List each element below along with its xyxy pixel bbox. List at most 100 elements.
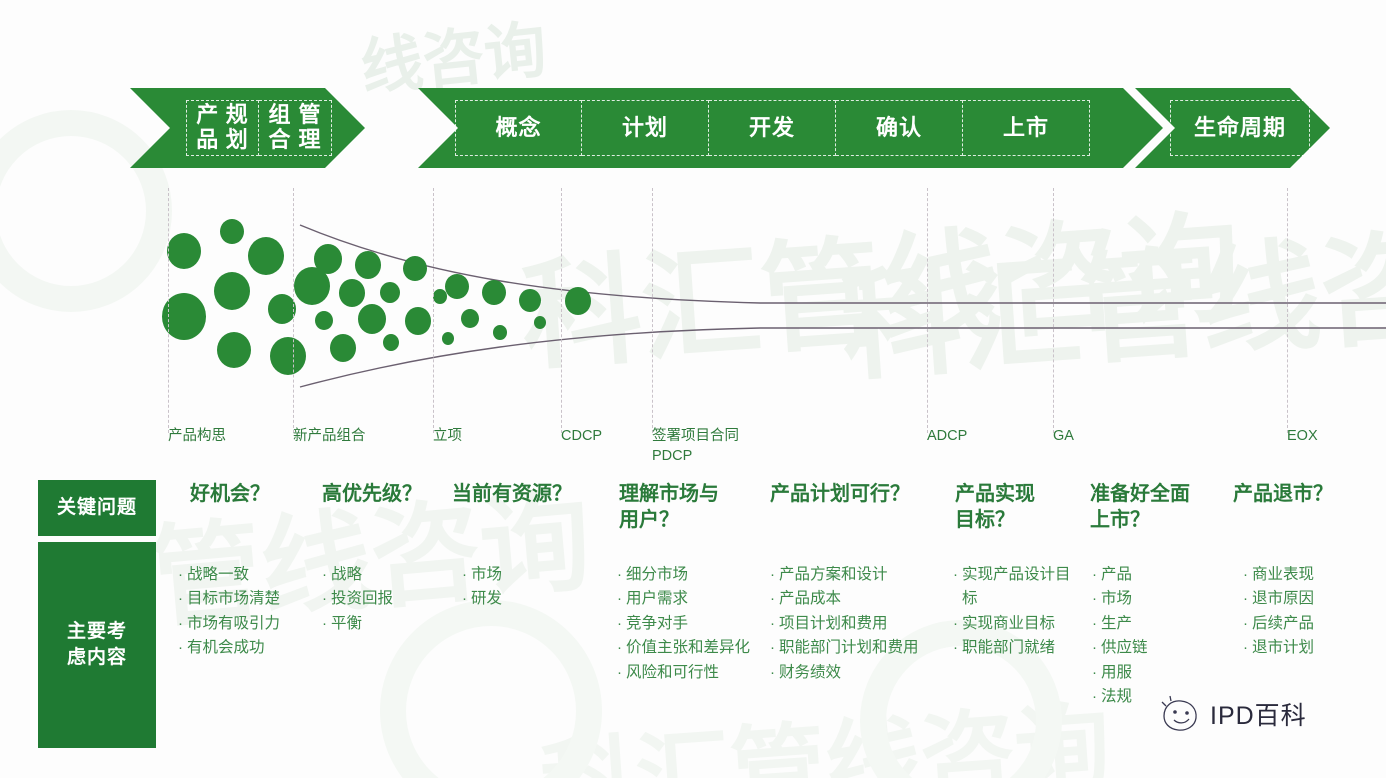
list-item: ·产品 xyxy=(1092,563,1207,587)
milestone-guide-line xyxy=(1287,188,1288,433)
list-item-label: 市场 xyxy=(471,566,503,583)
milestone-label-primary: ADCP xyxy=(927,428,968,444)
funnel-dot xyxy=(461,309,479,329)
list-item: ·战略一致 xyxy=(178,563,308,587)
milestone-label: 签署项目合同 PDCP xyxy=(652,427,739,466)
milestone-label-primary: 新产品组合 xyxy=(293,428,366,444)
milestone-guide-line xyxy=(168,188,169,433)
phase-cell-组合管理[interactable]: 组合管理 xyxy=(259,100,332,156)
funnel-dot xyxy=(493,325,507,340)
phase-cell-产品规划[interactable]: 产品规划 xyxy=(186,100,259,156)
ipd-logo[interactable]: IPD百科 xyxy=(1158,692,1307,736)
list-item-label: 细分市场 xyxy=(626,566,689,583)
milestone-label: 立项 xyxy=(433,427,462,447)
list-item-label: 市场有吸引力 xyxy=(187,614,281,632)
bullet-dot-icon: · xyxy=(617,639,622,657)
list-item: ·项目计划和费用 xyxy=(770,612,920,636)
funnel-dot xyxy=(268,294,296,324)
list-item-label: 竞争对手 xyxy=(626,614,689,632)
phase-cell-确认[interactable]: 确认 xyxy=(836,100,963,156)
milestone-label-secondary: PDCP xyxy=(652,447,693,464)
list-item: ·财务绩效 xyxy=(770,661,920,685)
question-title-5: 产品计划可行？ xyxy=(770,482,938,508)
phase-cell-line: 产品 xyxy=(196,102,220,152)
list-item-label: 退市原因 xyxy=(1252,590,1315,608)
funnel-dot xyxy=(380,282,400,304)
funnel-dot xyxy=(405,307,431,335)
question-title-line: 上市？ xyxy=(1090,508,1150,531)
funnel-dot xyxy=(217,332,251,369)
consideration-list-7: ·产品·市场·生产·供应链·用服·法规 xyxy=(1092,563,1207,710)
phase-header-band: 产品规划组合管理 概念计划 开发 确认上市 生命周期 xyxy=(130,88,1330,168)
bullet-dot-icon: · xyxy=(953,614,958,632)
list-item: ·实现产品设计目标 xyxy=(953,563,1081,612)
milestone-label-primary: 签署项目合同 xyxy=(652,428,739,444)
question-title-line: 高优先级？ xyxy=(322,483,422,505)
bullet-dot-icon: · xyxy=(1243,639,1248,657)
list-item-label: 战略 xyxy=(331,566,363,583)
list-item-label: 项目计划和费用 xyxy=(779,614,888,632)
list-item-label: 投资回报 xyxy=(331,590,394,608)
milestone-label-primary: 立项 xyxy=(433,428,462,444)
funnel-dot xyxy=(519,289,541,313)
bullet-dot-icon: · xyxy=(178,590,183,608)
phase-arrow-development[interactable] xyxy=(418,88,1163,168)
list-item: ·实现商业目标 xyxy=(953,612,1081,636)
bullet-dot-icon: · xyxy=(770,590,775,608)
bullet-dot-icon: · xyxy=(178,566,183,583)
milestone-guide-line xyxy=(561,188,562,433)
list-item-label: 职能部门就绪 xyxy=(962,639,1056,657)
milestone-label: EOX xyxy=(1287,427,1318,447)
bullet-dot-icon: · xyxy=(617,590,622,608)
question-title-line: 产品计划可行？ xyxy=(770,483,910,505)
list-item-label: 产品 xyxy=(1101,566,1133,583)
bullet-dot-icon: · xyxy=(1243,614,1248,632)
phase-cell-生命周期[interactable]: 生命周期 xyxy=(1170,100,1310,156)
milestone-guide-line xyxy=(927,188,928,433)
list-item-label: 职能部门计划和费用 xyxy=(779,639,919,657)
list-item: ·生产 xyxy=(1092,612,1207,636)
bullet-dot-icon: · xyxy=(178,614,183,632)
list-item-label: 后续产品 xyxy=(1252,614,1315,632)
phase-cell-计划[interactable]: 计划 xyxy=(582,100,709,156)
funnel-dot xyxy=(358,304,386,334)
list-item: ·细分市场 xyxy=(617,563,757,587)
question-title-line: 用户？ xyxy=(619,508,679,531)
list-item-label: 战略一致 xyxy=(187,566,250,583)
bullet-dot-icon: · xyxy=(770,639,775,657)
list-item: ·市场 xyxy=(1092,587,1207,611)
funnel-dot xyxy=(162,293,206,340)
phase-cell-line: 开发 xyxy=(748,114,795,140)
bullet-dot-icon: · xyxy=(322,566,327,583)
list-item: ·有机会成功 xyxy=(178,636,308,660)
list-item: ·研发 xyxy=(462,587,582,611)
consideration-list-4: ·细分市场·用户需求·竞争对手·价值主张和差异化·风险和可行性 xyxy=(617,563,757,685)
list-item-label: 市场 xyxy=(1101,590,1133,608)
phase-cell-line: 组合 xyxy=(268,102,292,152)
key-question-stub: 关键问题 xyxy=(38,480,156,536)
funnel-dot xyxy=(330,334,356,362)
consideration-list-1: ·战略一致·目标市场清楚·市场有吸引力·有机会成功 xyxy=(178,563,308,661)
phase-cell-概念[interactable]: 概念 xyxy=(455,100,582,156)
phase-cell-开发[interactable]: 开发 xyxy=(709,100,836,156)
funnel-dot xyxy=(220,219,244,245)
bullet-dot-icon: · xyxy=(617,566,622,583)
milestone-label-primary: EOX xyxy=(1287,428,1318,444)
list-item: ·退市原因 xyxy=(1243,587,1368,611)
idea-funnel-graphic xyxy=(0,180,1386,430)
funnel-dot xyxy=(315,311,333,331)
list-item-label: 供应链 xyxy=(1101,639,1148,657)
list-item: ·战略 xyxy=(322,563,442,587)
question-title-2: 高优先级？ xyxy=(322,482,450,508)
bullet-dot-icon: · xyxy=(1092,566,1097,583)
logo-text: IPD百科 xyxy=(1210,702,1307,730)
bullet-dot-icon: · xyxy=(322,590,327,608)
funnel-dot xyxy=(314,244,342,274)
milestone-guide-line xyxy=(433,188,434,433)
list-item: ·商业表现 xyxy=(1243,563,1368,587)
question-title-line: 产品实现 xyxy=(955,483,1035,505)
list-item: ·市场有吸引力 xyxy=(178,612,308,636)
funnel-dot xyxy=(167,233,201,270)
phase-cell-上市[interactable]: 上市 xyxy=(963,100,1090,156)
